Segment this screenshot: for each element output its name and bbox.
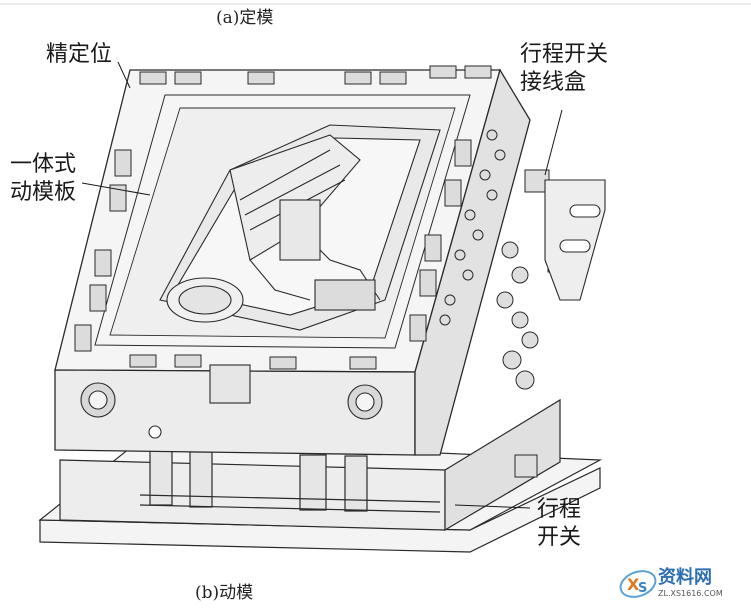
base-plate <box>38 398 603 553</box>
label-switch-box-line1: 行程开关 <box>520 42 609 67</box>
label-travel-switch-line1: 行程 <box>537 497 582 522</box>
label-precise-locator: 精定位 <box>46 42 113 67</box>
label-travel-switch-line2: 开关 <box>537 525 582 550</box>
watermark-url: ZL.XS1616.COM <box>658 589 723 598</box>
svg-text:X: X <box>627 575 640 594</box>
caption-moving-mold: (b)动模 <box>195 583 254 603</box>
caption-fixed-mold: (a)定模 <box>216 8 274 28</box>
watermark: X S 资料网 ZL.XS1616.COM <box>618 566 746 604</box>
cooling-fittings <box>439 129 573 478</box>
label-switch-box-line2: 接线盒 <box>520 70 587 95</box>
label-integral-plate-line1: 一体式 <box>10 152 77 177</box>
watermark-logo-icon: X S <box>619 570 657 598</box>
leader-lines <box>81 61 563 509</box>
watermark-brand: 资料网 <box>658 567 712 588</box>
guide-pins <box>80 364 383 439</box>
label-integral-plate-line2: 动模板 <box>10 180 77 205</box>
side-bracket <box>544 179 606 301</box>
cavity-insert <box>159 124 441 331</box>
bolt-pads <box>74 65 492 370</box>
svg-text:S: S <box>638 581 647 596</box>
